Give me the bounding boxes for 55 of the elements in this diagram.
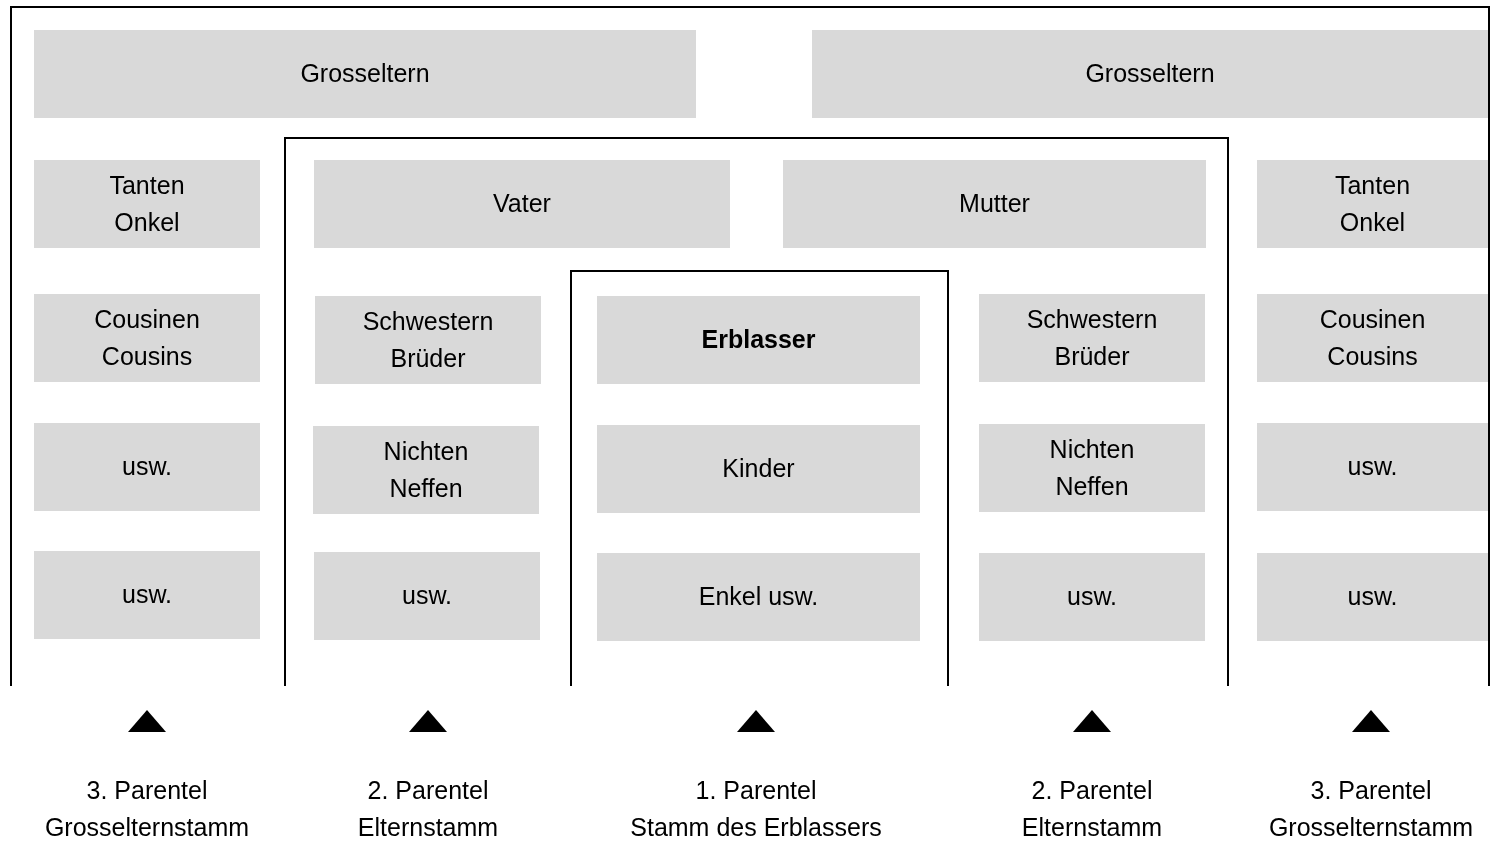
relative-label: Enkel usw. xyxy=(698,581,819,613)
relative-label: usw. xyxy=(1347,581,1398,613)
relative-label: Erblasser xyxy=(701,324,816,356)
relative-label: Cousinen Cousins xyxy=(1318,303,1427,372)
relative-box xyxy=(34,30,696,118)
relative-label: Kinder xyxy=(722,453,795,485)
relative-box xyxy=(313,426,539,514)
relative-box xyxy=(34,551,260,639)
relative-label: Vater xyxy=(493,188,551,220)
relative-box xyxy=(812,30,1488,118)
parentel-label: 3. Parentel xyxy=(1310,776,1432,805)
relative-box xyxy=(1257,553,1488,641)
parentel-frame xyxy=(570,270,949,686)
parentel-label: 2. Parentel xyxy=(367,776,489,805)
relative-label: Grosseltern xyxy=(300,58,430,90)
relative-box xyxy=(979,553,1205,641)
relative-label: Schwestern Brüder xyxy=(1025,303,1159,372)
relative-label: usw. xyxy=(402,580,452,612)
relative-box xyxy=(1257,160,1488,248)
relative-box xyxy=(34,294,260,382)
relative-label: Grosseltern xyxy=(1085,58,1215,90)
relative-label: Nichten Neffen xyxy=(1048,433,1136,502)
relative-label: Mutter xyxy=(959,188,1030,220)
relative-label: Nichten Neffen xyxy=(382,435,470,504)
relative-box xyxy=(979,424,1205,512)
parentel-label: Elternstamm xyxy=(1021,813,1163,842)
parentel-label: Grosselternstamm xyxy=(44,813,250,842)
parentel-frame xyxy=(284,137,1229,686)
relative-box xyxy=(1257,294,1488,382)
parentel-label: 2. Parentel xyxy=(1031,776,1153,805)
relative-label: usw. xyxy=(1347,451,1398,483)
relative-box xyxy=(34,160,260,248)
relative-box xyxy=(1257,423,1488,511)
relative-box xyxy=(315,296,541,384)
relative-box xyxy=(314,160,730,248)
relative-label: Tanten Onkel xyxy=(1333,169,1412,238)
relative-label: usw. xyxy=(122,451,172,483)
parentel-frame xyxy=(10,6,1490,686)
parentel-label: Grosselternstamm xyxy=(1268,813,1474,842)
parentel-label: 1. Parentel xyxy=(695,776,817,805)
relative-label: Cousinen Cousins xyxy=(93,303,201,372)
relative-box xyxy=(597,425,920,513)
relative-label: Tanten Onkel xyxy=(108,169,186,238)
relative-box xyxy=(597,296,920,384)
relative-label: usw. xyxy=(122,579,172,611)
relative-box xyxy=(34,423,260,511)
relative-label: usw. xyxy=(1067,581,1117,613)
parentel-label: Elternstamm xyxy=(357,813,499,842)
parentel-label: Stamm des Erblassers xyxy=(630,813,882,842)
parentel-label: 3. Parentel xyxy=(86,776,208,805)
relative-box xyxy=(314,552,540,640)
relative-box xyxy=(783,160,1206,248)
relative-box xyxy=(597,553,920,641)
relative-label: Schwestern Brüder xyxy=(361,305,495,374)
relative-box xyxy=(979,294,1205,382)
